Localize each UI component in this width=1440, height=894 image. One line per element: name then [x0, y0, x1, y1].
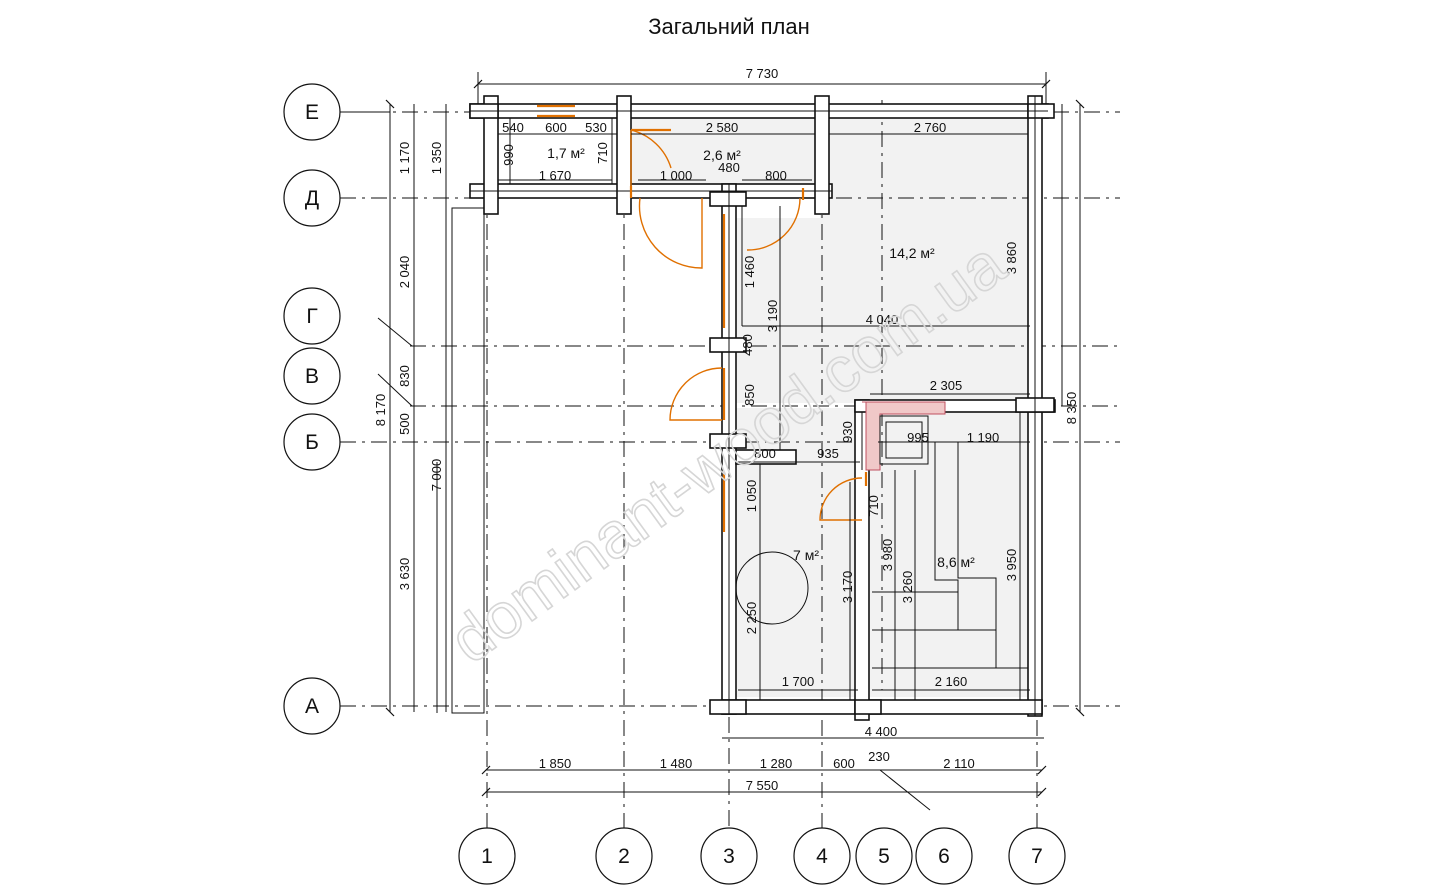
col-axis-label: 2 — [618, 845, 630, 868]
dim-label: 2 580 — [706, 120, 739, 135]
sauna-benches — [735, 442, 1028, 669]
dim-label: 2 760 — [914, 120, 947, 135]
dim-label: 710 — [595, 142, 610, 164]
dim-label: 2 160 — [935, 674, 968, 689]
dimension-labels: 7 730 540 600 530 2 580 2 760 990 710 1 … — [373, 66, 1079, 793]
room-area-label: 7 м² — [793, 547, 819, 563]
dim-label: 3 980 — [880, 539, 895, 572]
dim-label: 800 — [754, 446, 776, 461]
dim-label: 2 250 — [744, 602, 759, 635]
dim-label: 930 — [840, 421, 855, 443]
dim-label: 1 700 — [782, 674, 815, 689]
col-axis-label: 4 — [816, 845, 828, 868]
doors — [537, 104, 868, 532]
room-area-label: 14,2 м² — [889, 245, 935, 261]
dim-label: 7 550 — [746, 778, 779, 793]
row-axis-label: А — [305, 695, 319, 718]
room-areas: 1,7 м² 2,6 м² 14,2 м² 7 м² 8,6 м² — [547, 145, 975, 570]
dim-label: 500 — [397, 413, 412, 435]
room-area-label: 1,7 м² — [547, 145, 585, 161]
dim-label: 540 — [502, 120, 524, 135]
shower-tray-icon — [735, 551, 809, 625]
dim-label: 3 630 — [397, 558, 412, 591]
dim-label: 600 — [833, 756, 855, 771]
col-axis-label: 6 — [938, 845, 950, 868]
dim-label: 480 — [740, 334, 755, 356]
dim-label: 3 950 — [1004, 549, 1019, 582]
dim-label: 600 — [545, 120, 567, 135]
row-axis-label: Г — [306, 305, 317, 328]
dim-label: 1 280 — [760, 756, 793, 771]
dim-label: 1 170 — [397, 142, 412, 175]
room-area-label: 8,6 м² — [937, 554, 975, 570]
row-axis-label: Е — [305, 101, 319, 124]
dim-label: 2 040 — [397, 256, 412, 289]
col-axis-markers: 1 2 3 4 5 6 7 — [458, 827, 1066, 885]
dim-label: 4 400 — [865, 724, 898, 739]
dim-label: 1 000 — [660, 168, 693, 183]
floor-fill — [630, 118, 1032, 697]
dim-label: 1 050 — [744, 480, 759, 513]
dim-label: 710 — [866, 495, 881, 517]
dim-label: 1 850 — [539, 756, 572, 771]
dim-label: 1 460 — [742, 256, 757, 289]
terrace-outline — [436, 207, 485, 714]
col-axis-label: 7 — [1031, 845, 1043, 868]
row-axis-label: Д — [305, 187, 319, 210]
dim-label: 990 — [501, 144, 516, 166]
dim-label: 935 — [817, 446, 839, 461]
dim-label: 230 — [868, 749, 890, 764]
col-axis-label: 1 — [481, 845, 493, 868]
dim-label: 4 040 — [866, 312, 899, 327]
dim-label: 480 — [718, 160, 740, 175]
dim-label: 3 260 — [900, 571, 915, 604]
dim-label: 850 — [742, 384, 757, 406]
dim-label: 8 350 — [1064, 392, 1079, 425]
dim-label: 1 670 — [539, 168, 572, 183]
dim-label: 8 170 — [373, 394, 388, 427]
dim-label: 3 860 — [1004, 242, 1019, 275]
dimension-lines — [377, 72, 1085, 811]
dim-label: 2 305 — [930, 378, 963, 393]
row-axis-label: В — [305, 365, 319, 388]
dim-label: 1 190 — [967, 430, 1000, 445]
dim-label: 530 — [585, 120, 607, 135]
dim-top-overall: 7 730 — [746, 66, 779, 81]
dim-label: 800 — [765, 168, 787, 183]
room-area-label: 2,6 м² — [703, 147, 741, 163]
dim-label: 995 — [907, 430, 929, 445]
dim-label: 830 — [397, 365, 412, 387]
log-walls — [469, 95, 1056, 721]
row-axis-label: Б — [305, 431, 319, 454]
drawing-title: Загальний план — [648, 14, 810, 39]
dim-label: 7 000 — [429, 459, 444, 492]
col-axis-label: 3 — [723, 845, 735, 868]
dim-label: 3 190 — [765, 300, 780, 333]
dim-label: 1 350 — [429, 142, 444, 175]
dim-label: 3 170 — [840, 571, 855, 604]
dim-label: 2 110 — [943, 756, 975, 771]
col-axis-label: 5 — [878, 845, 890, 868]
dim-label: 1 480 — [660, 756, 693, 771]
row-axis-markers: Е Д Г В Б А — [283, 83, 390, 735]
